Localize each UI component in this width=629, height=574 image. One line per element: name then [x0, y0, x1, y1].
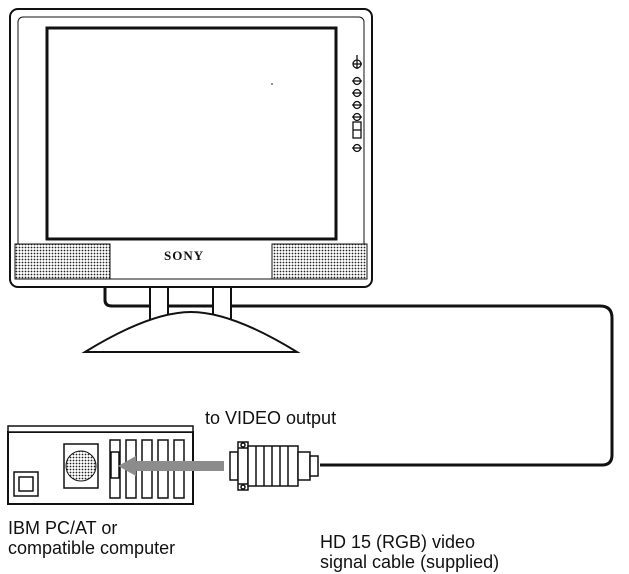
signal-cable	[103, 287, 614, 467]
lcd-monitor	[9, 8, 373, 288]
right-speaker-grille	[271, 243, 368, 280]
video-output-label: to VIDEO output	[205, 408, 337, 428]
video-output-port-icon	[110, 451, 120, 479]
computer-label-line1: IBM PC/AT or	[8, 518, 118, 538]
monitor-brand-logo: SONY	[164, 248, 205, 263]
connection-arrow	[118, 456, 224, 476]
cable-label-line1: HD 15 (RGB) video	[320, 532, 476, 552]
monitor-stand	[81, 286, 301, 353]
computer-label-line2: compatible computer	[8, 538, 176, 558]
monitor-control-buttons	[352, 55, 362, 153]
monitor-screen	[45, 26, 338, 241]
left-speaker-grille	[14, 243, 111, 280]
video-cable-connector	[229, 441, 319, 491]
cable-label-line2: signal cable (supplied)	[320, 552, 500, 572]
